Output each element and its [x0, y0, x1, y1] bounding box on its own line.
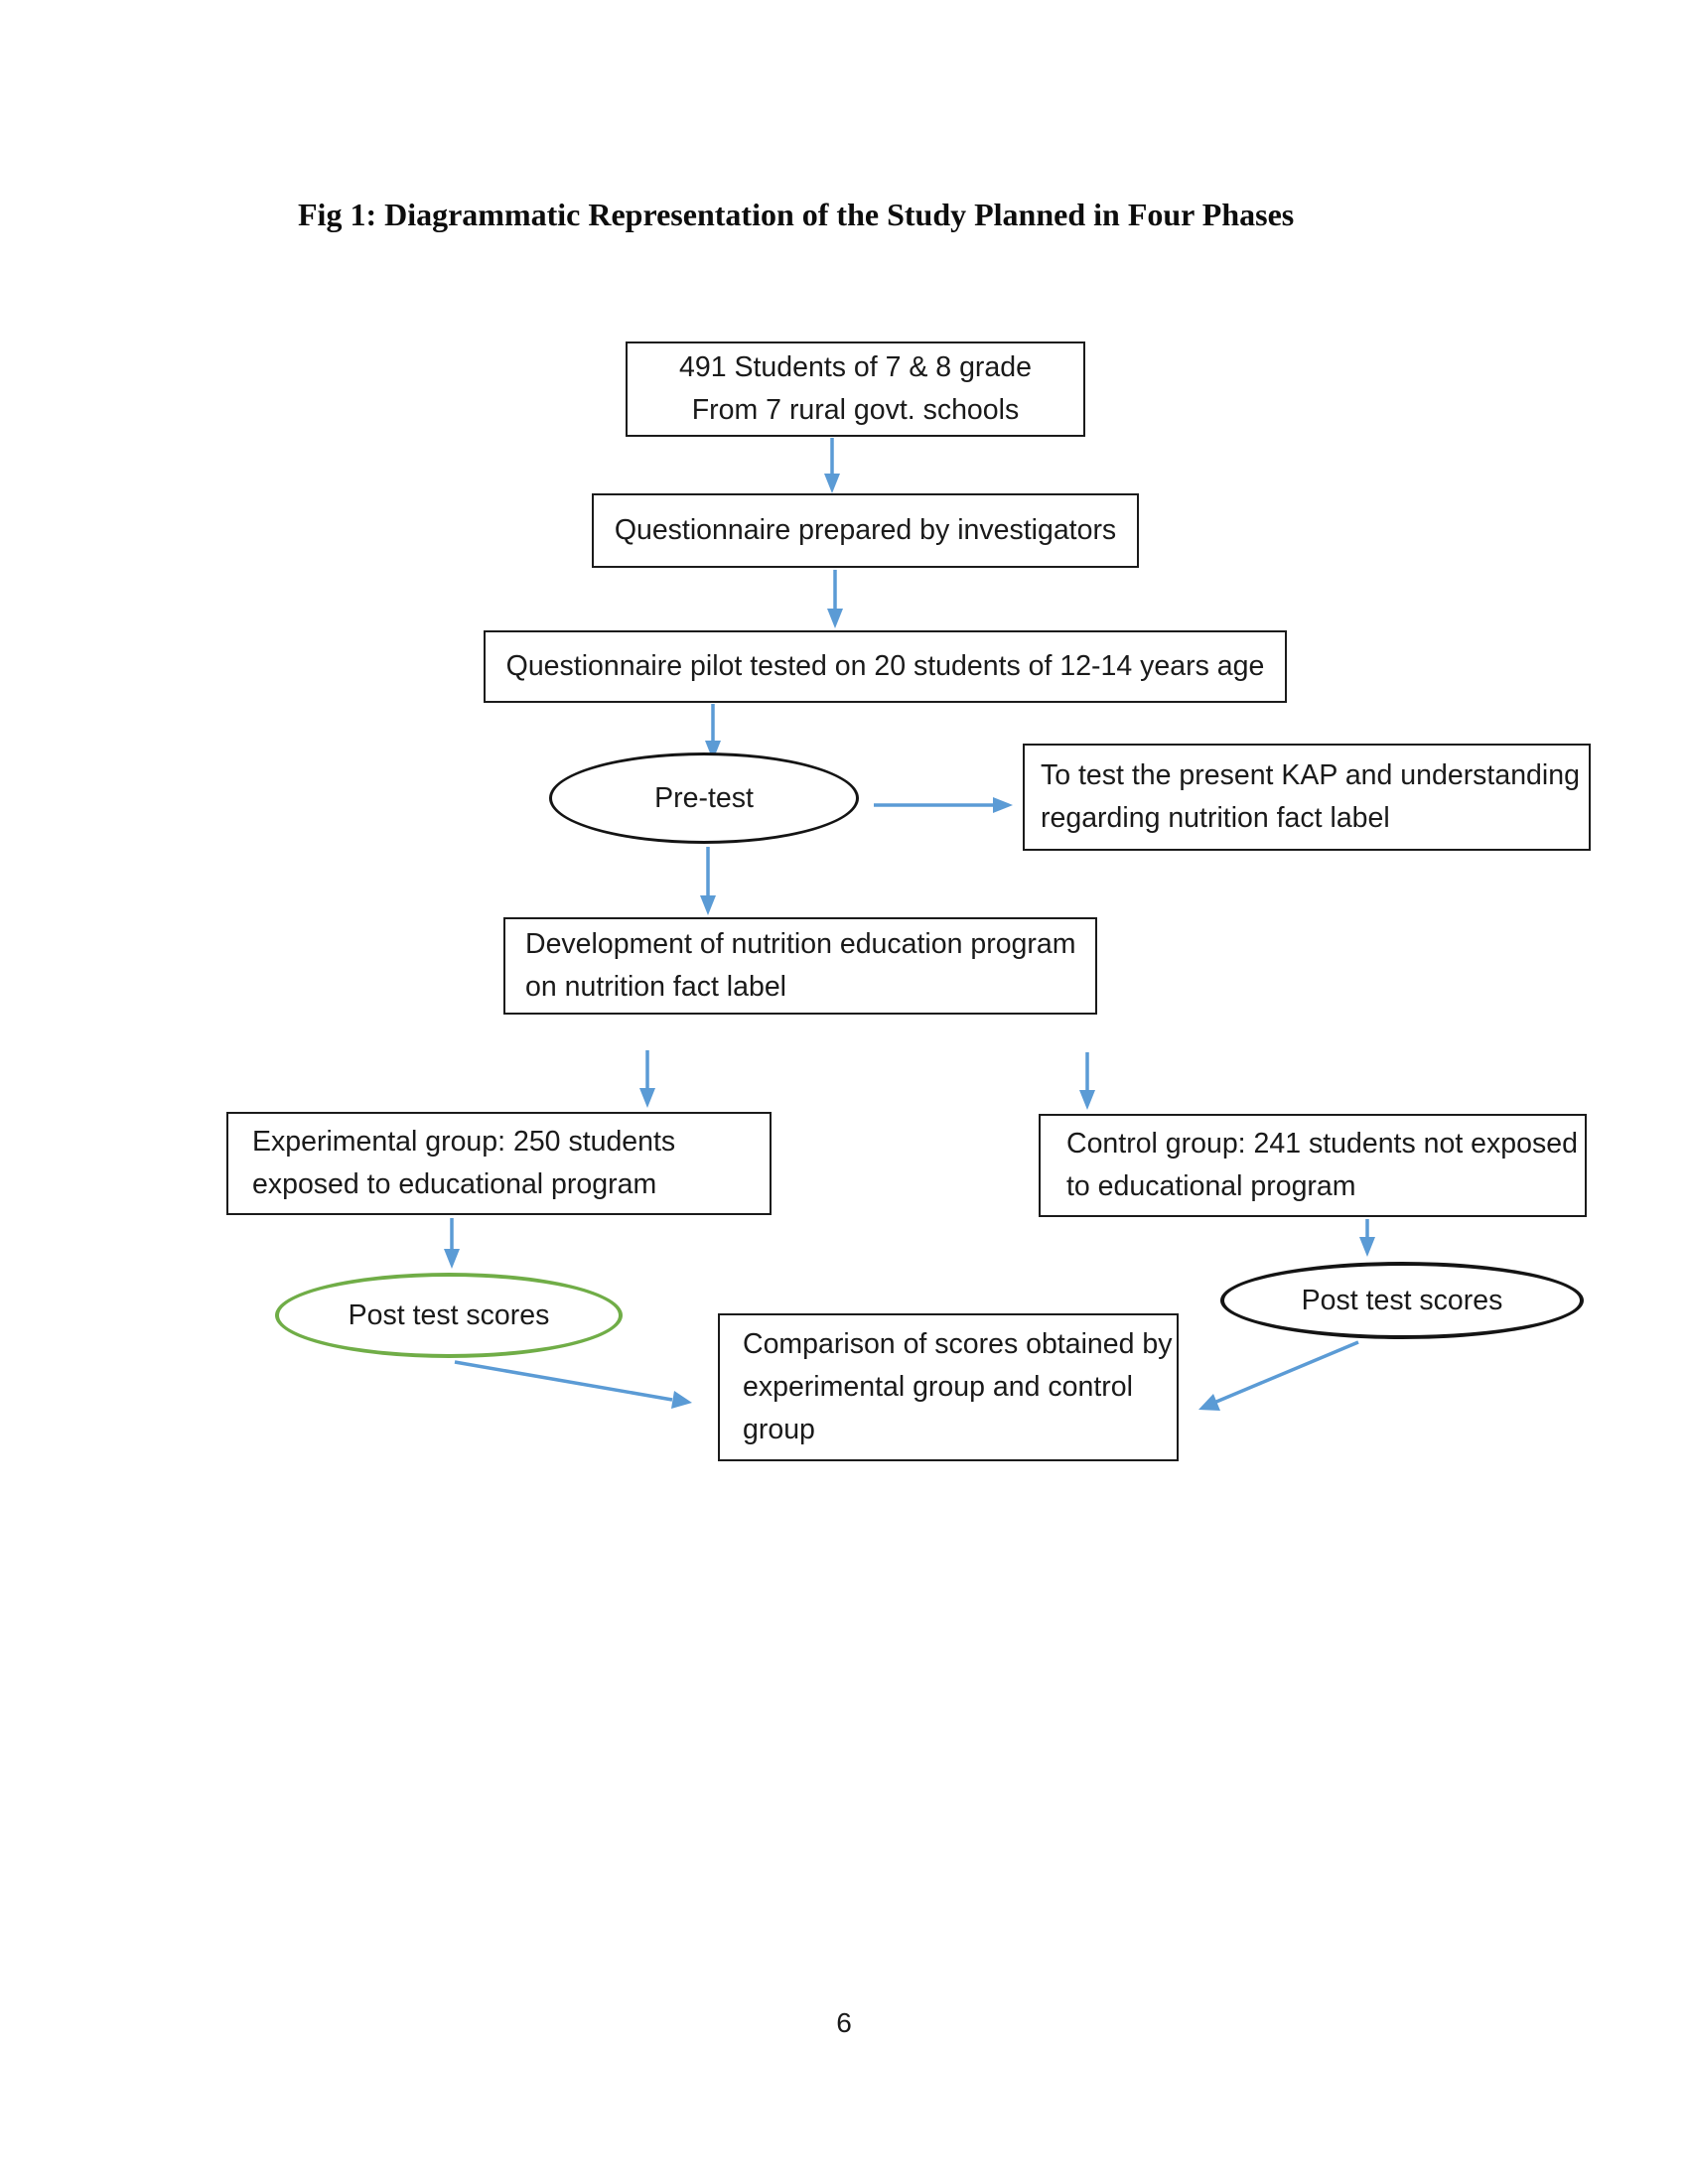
node-experimental-group-line1: Experimental group: 250 students — [252, 1126, 676, 1158]
arrow-pre-test-to-kap-purpose — [874, 797, 1013, 813]
arrow-students-to-questionnaire-prepared — [824, 438, 840, 493]
node-development: Development of nutrition education progr… — [503, 917, 1097, 1015]
arrow-experimental-group-to-post-test — [444, 1218, 460, 1269]
node-post-test-control-label: Post test scores — [1301, 1284, 1503, 1316]
arrow-development-to-experimental-group — [639, 1050, 655, 1108]
node-control-group-line1: Control group: 241 students not exposed — [1066, 1128, 1578, 1160]
node-post-test-experimental: Post test scores — [275, 1273, 623, 1358]
arrow-pre-test-to-development — [700, 847, 716, 915]
page-number: 6 — [836, 2007, 852, 2038]
arrow-post-test-control-to-comparison — [1198, 1340, 1359, 1411]
node-students: 491 Students of 7 & 8 grade From 7 rural… — [626, 341, 1085, 437]
node-comparison-line2: experimental group and control — [743, 1371, 1133, 1403]
arrow-questionnaire-prepared-to-pilot-test — [827, 570, 843, 628]
node-experimental-group: Experimental group: 250 students exposed… — [226, 1112, 772, 1215]
figure-caption: Fig 1: Diagrammatic Representation of th… — [298, 197, 1295, 232]
node-comparison-line3: group — [743, 1414, 815, 1445]
node-development-line1: Development of nutrition education progr… — [525, 928, 1076, 960]
arrow-post-test-experimental-to-comparison — [454, 1360, 692, 1409]
node-control-group: Control group: 241 students not exposed … — [1039, 1114, 1587, 1217]
node-control-group-line2: to educational program — [1066, 1170, 1356, 1202]
arrow-development-to-control-group — [1079, 1052, 1095, 1110]
node-pilot-test-line1: Questionnaire pilot tested on 20 student… — [505, 650, 1265, 682]
node-students-line1: 491 Students of 7 & 8 grade — [679, 351, 1032, 383]
node-pre-test: Pre-test — [549, 752, 859, 844]
node-kap-purpose-line2: regarding nutrition fact label — [1041, 802, 1390, 834]
node-comparison-line1: Comparison of scores obtained by — [743, 1328, 1173, 1360]
node-pilot-test: Questionnaire pilot tested on 20 student… — [484, 630, 1287, 703]
node-kap-purpose-line1: To test the present KAP and understandin… — [1041, 759, 1580, 791]
node-post-test-control: Post test scores — [1220, 1262, 1584, 1339]
node-comparison: Comparison of scores obtained by experim… — [718, 1313, 1179, 1461]
node-kap-purpose: To test the present KAP and understandin… — [1023, 744, 1591, 851]
node-development-line2: on nutrition fact label — [525, 971, 786, 1003]
node-questionnaire-prepared-line1: Questionnaire prepared by investigators — [614, 514, 1117, 546]
node-pre-test-label: Pre-test — [654, 781, 754, 814]
node-post-test-experimental-label: Post test scores — [348, 1298, 550, 1331]
arrow-control-group-to-post-test — [1359, 1219, 1375, 1257]
node-students-line2: From 7 rural govt. schools — [691, 394, 1020, 426]
node-questionnaire-prepared: Questionnaire prepared by investigators — [592, 493, 1139, 568]
node-experimental-group-line2: exposed to educational program — [252, 1168, 657, 1200]
